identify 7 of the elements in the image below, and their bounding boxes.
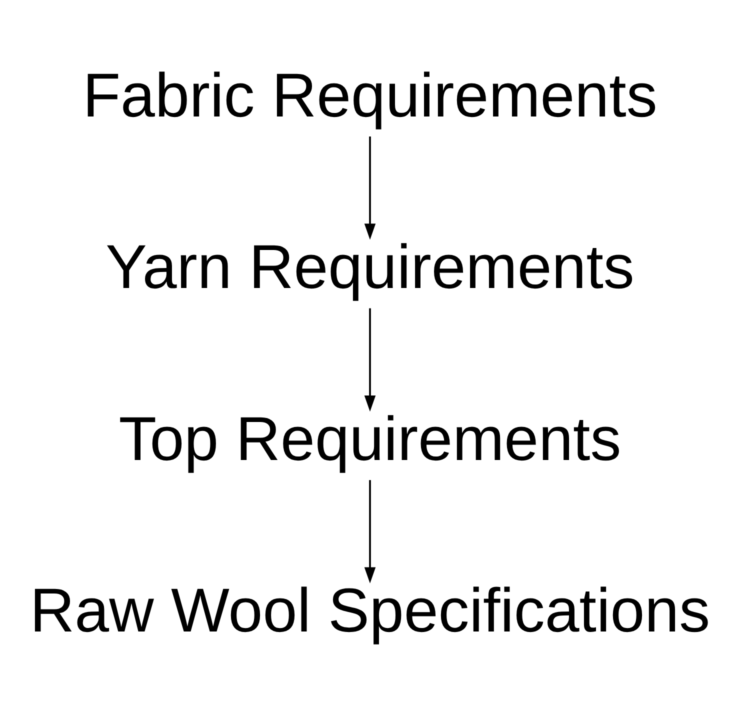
arrow — [364, 136, 376, 240]
arrow — [364, 480, 376, 583]
node-text: Yarn Requirements — [106, 232, 634, 302]
node-text: Top Requirements — [118, 404, 622, 474]
node-text: Raw Wool Specifications — [30, 576, 710, 646]
arrow — [364, 308, 376, 412]
node-text: Fabric Requirements — [82, 60, 658, 130]
